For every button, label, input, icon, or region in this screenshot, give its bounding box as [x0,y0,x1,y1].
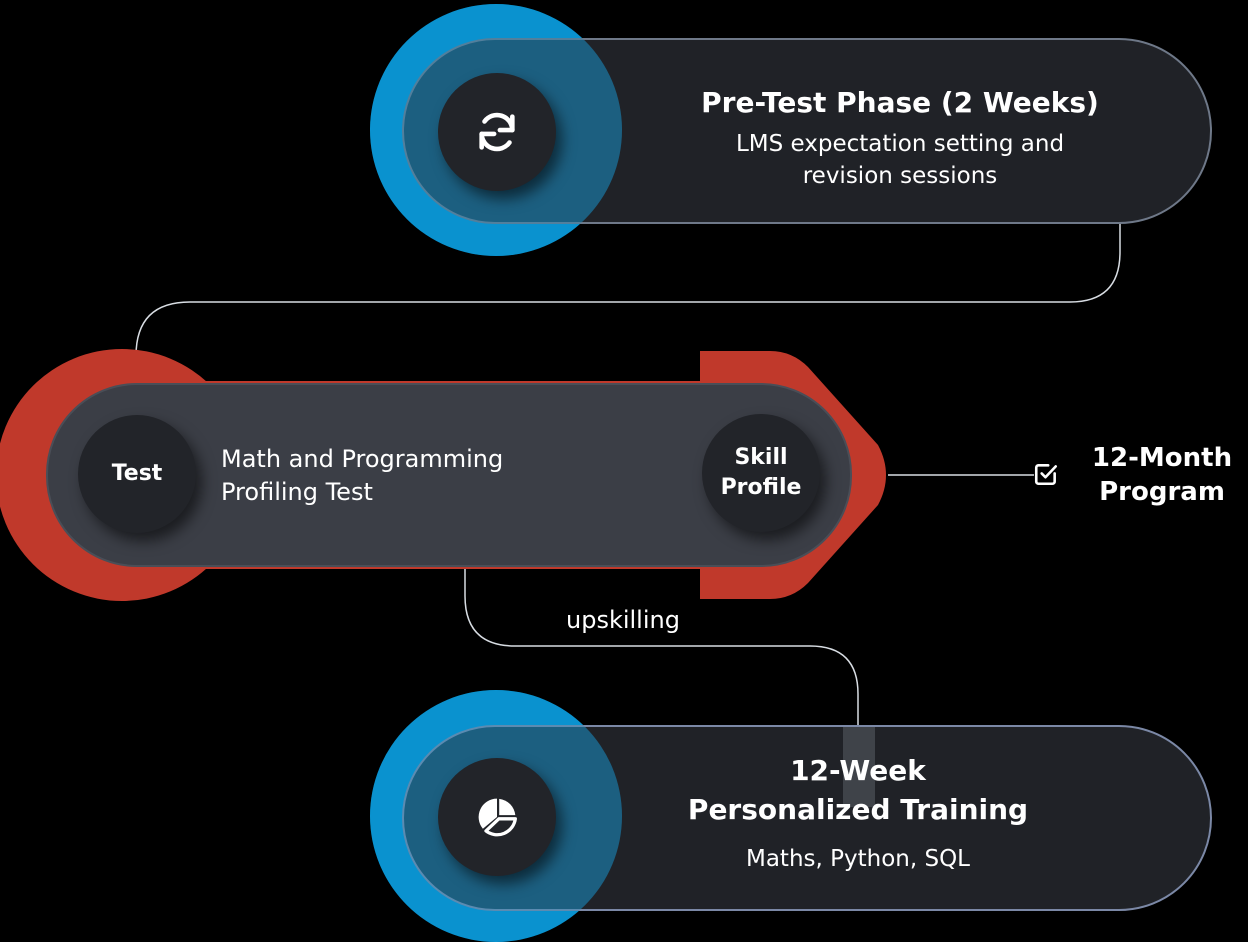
program-line1: 12-Month [1091,443,1233,473]
connector-test-to-training [464,568,859,727]
program-line2: Program [1099,477,1225,507]
pretest-desc-line1: LMS expectation setting and [735,131,1065,157]
pretest-title: Pre-Test Phase (2 Weeks) [701,86,1099,119]
test-circle-label: Test [111,461,163,486]
skill-profile-line1: Skill [734,445,788,470]
connector-pretest-to-test [135,222,1121,382]
refresh-icon [479,112,515,152]
pie-chart-icon [478,798,517,837]
upskilling-label: upskilling [566,606,680,634]
test-desc-line2: Profiling Test [221,478,373,506]
pretest-desc-line2: revision sessions [802,163,998,189]
training-title-line1: 12-Week [790,754,926,787]
training-title-line2: Personalized Training [687,793,1029,826]
training-desc: Maths, Python, SQL [745,846,970,872]
test-desc-line1: Math and Programming [221,445,504,473]
checkbox-icon [1034,464,1058,486]
skill-profile-line2: Profile [720,475,802,500]
test-circle: Test [78,415,196,533]
skill-profile-circle: Skill Profile [702,414,820,532]
training-icon-circle [438,758,556,876]
pretest-icon-circle [438,73,556,191]
training-connector-band [843,727,875,807]
